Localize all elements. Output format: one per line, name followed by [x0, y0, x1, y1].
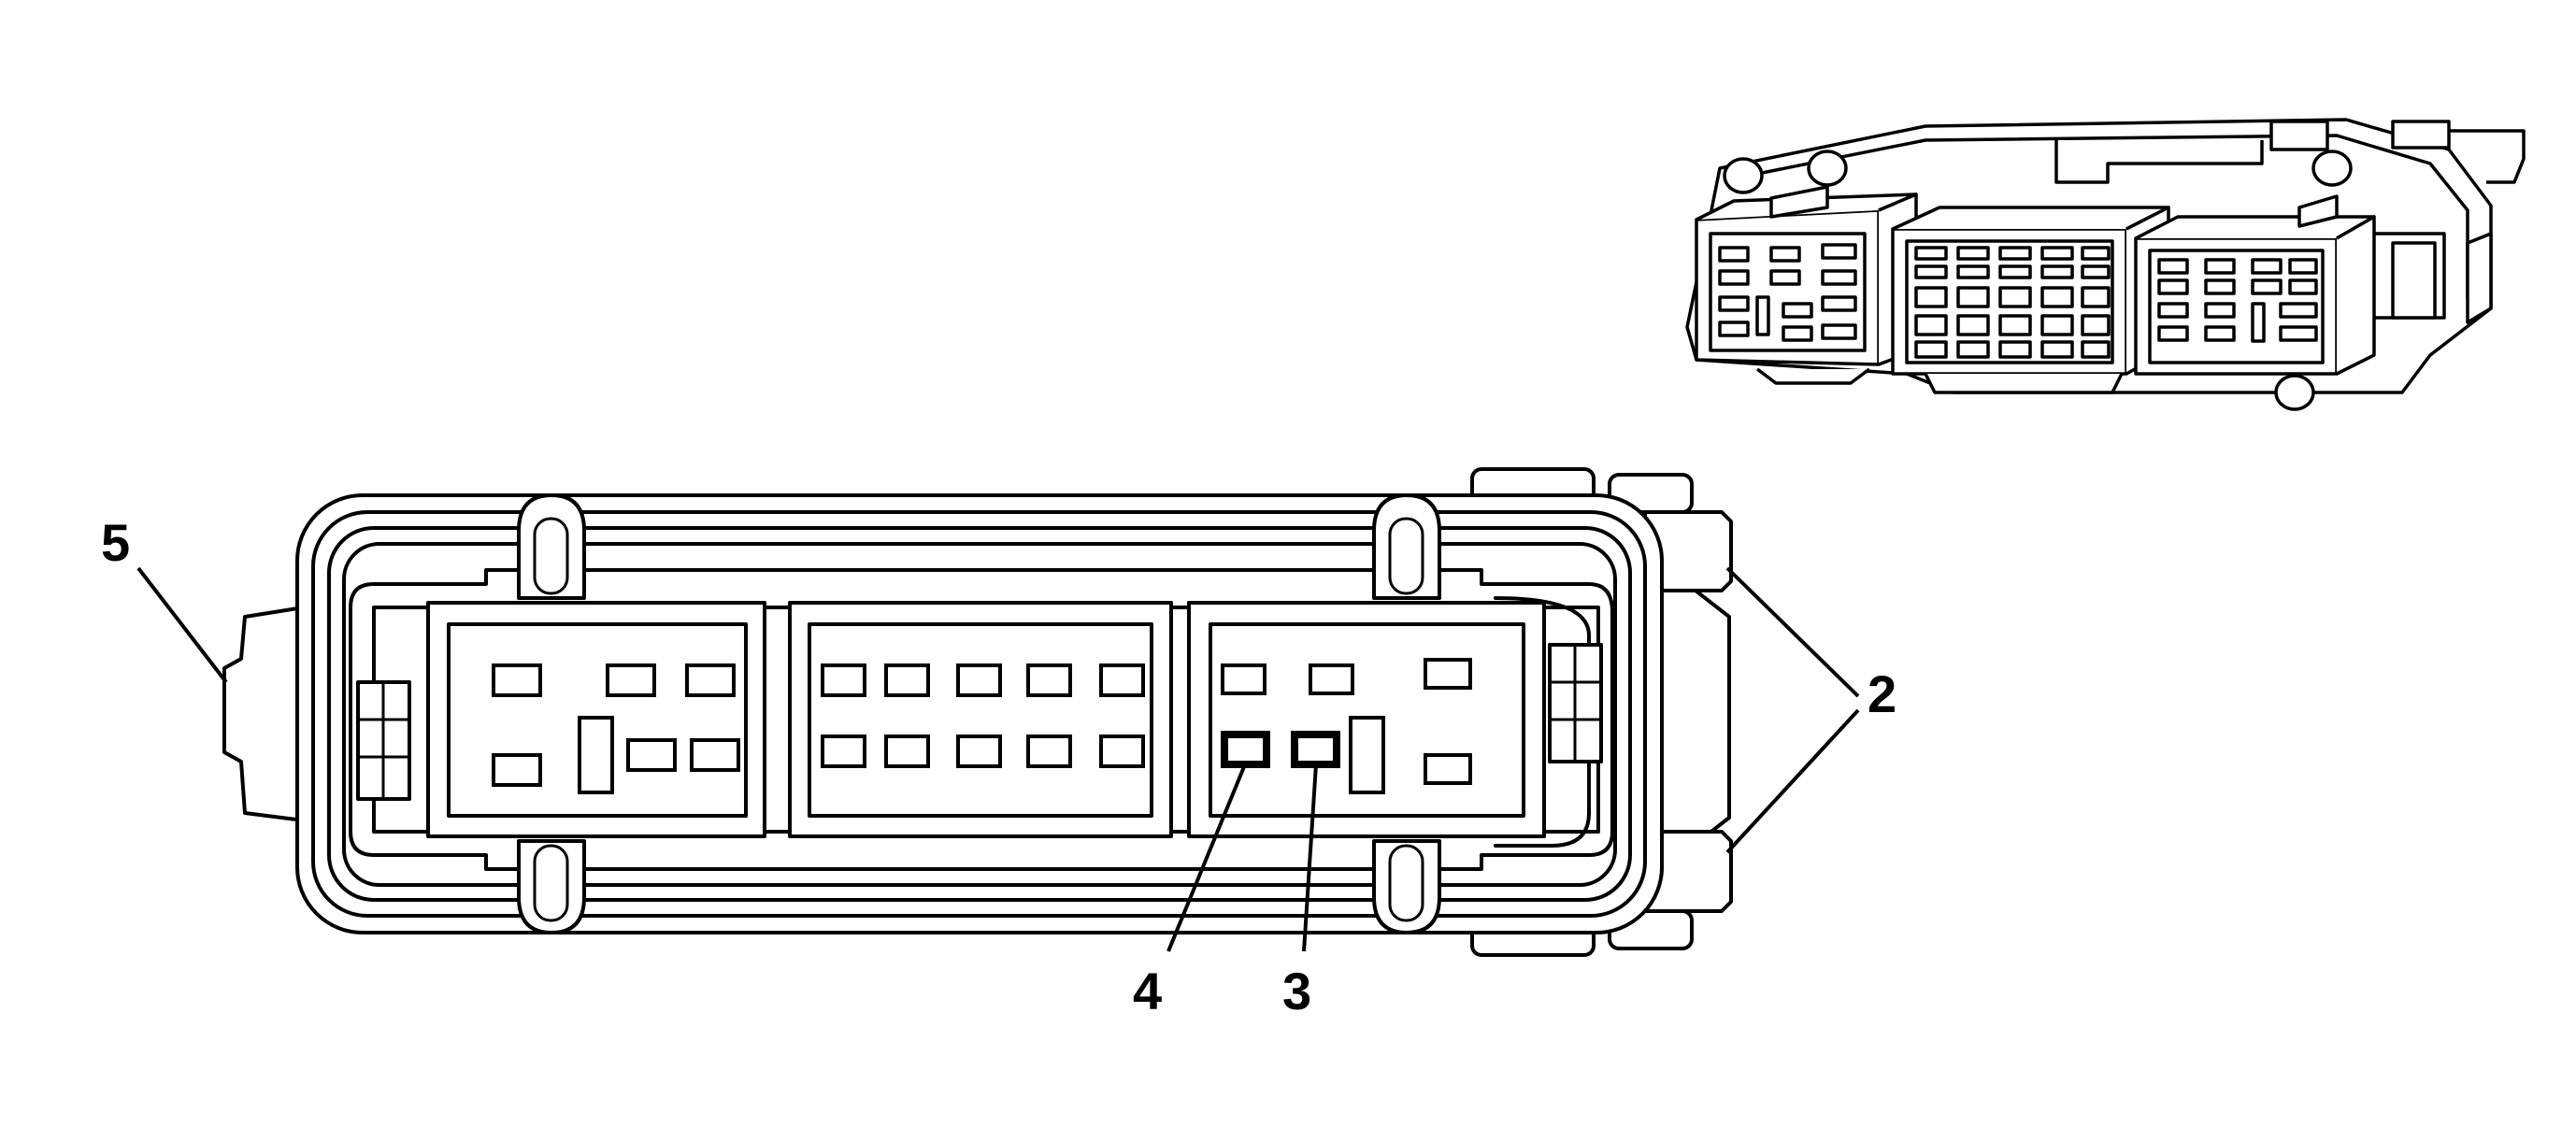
- cavity: [1026, 735, 1072, 768]
- leader-2-upper: [1725, 566, 1860, 698]
- cavity-tall: [578, 716, 614, 794]
- cavity: [492, 753, 542, 787]
- left-latch: [222, 606, 306, 822]
- boss-top-left-slot: [533, 517, 569, 595]
- callout-3-group: 3: [1282, 763, 1318, 1020]
- leader-4: [1166, 763, 1247, 952]
- cavity: [1424, 658, 1472, 690]
- leader-3: [1302, 763, 1318, 952]
- callout-2: 2: [1868, 664, 1896, 723]
- cavity: [606, 663, 656, 697]
- iso-block-middle-cavities: [1914, 246, 2111, 359]
- callout-4-group: 4: [1133, 763, 1247, 1020]
- cavity: [626, 738, 677, 772]
- cavity: [1424, 753, 1472, 785]
- callout-2-group: 2: [1725, 566, 1896, 854]
- cavity: [1026, 663, 1072, 697]
- boss-bottom-left: [517, 839, 586, 934]
- callout-5-group: 5: [101, 513, 228, 684]
- iso-block-left-cavities: [1718, 243, 1857, 342]
- callout-3: 3: [1282, 962, 1311, 1020]
- cavity: [884, 735, 930, 768]
- cavity: [492, 663, 542, 697]
- boss-top-right: [1372, 493, 1441, 600]
- iso-top-tab: [2269, 120, 2329, 151]
- cavity: [821, 735, 866, 768]
- boss-top-left: [517, 493, 586, 600]
- leader-5: [136, 566, 228, 684]
- terminal-block-right: [1187, 601, 1546, 838]
- mounting-bosses: [517, 493, 1441, 934]
- boss-bottom-left-slot: [533, 844, 569, 922]
- cavity: [956, 663, 1002, 697]
- boss-top-right-slot: [1388, 517, 1424, 595]
- cavity: [1099, 735, 1145, 768]
- iso-block-right-cavities: [2157, 258, 2318, 343]
- cavity: [1099, 663, 1145, 697]
- callout-5: 5: [101, 513, 130, 572]
- iso-top-tab-2: [2391, 120, 2451, 150]
- cavity: [685, 663, 736, 697]
- cavity: [956, 735, 1002, 768]
- cavity: [821, 663, 866, 697]
- outer-shell-inner-1: [311, 510, 1647, 918]
- cavity-4: [1221, 731, 1270, 768]
- boss-bottom-right: [1372, 839, 1441, 934]
- cavity: [1221, 663, 1267, 695]
- connector-isometric-view: [1685, 118, 2526, 411]
- inner-side-latches: [356, 643, 1603, 801]
- connector-front-view: [222, 467, 1733, 957]
- outer-shell-inner-3: [342, 542, 1617, 887]
- boss-bottom-right-slot: [1388, 844, 1424, 922]
- cavity: [884, 663, 930, 697]
- cavity-tall: [1349, 716, 1385, 794]
- cavity: [1309, 663, 1354, 695]
- terminal-block-left: [426, 601, 766, 838]
- terminal-block-middle: [788, 601, 1173, 838]
- callout-4: 4: [1133, 962, 1162, 1020]
- cavity: [690, 738, 740, 772]
- cavity-3: [1291, 731, 1340, 768]
- outer-shell-inner-2: [327, 526, 1632, 902]
- leader-2-lower: [1725, 708, 1860, 854]
